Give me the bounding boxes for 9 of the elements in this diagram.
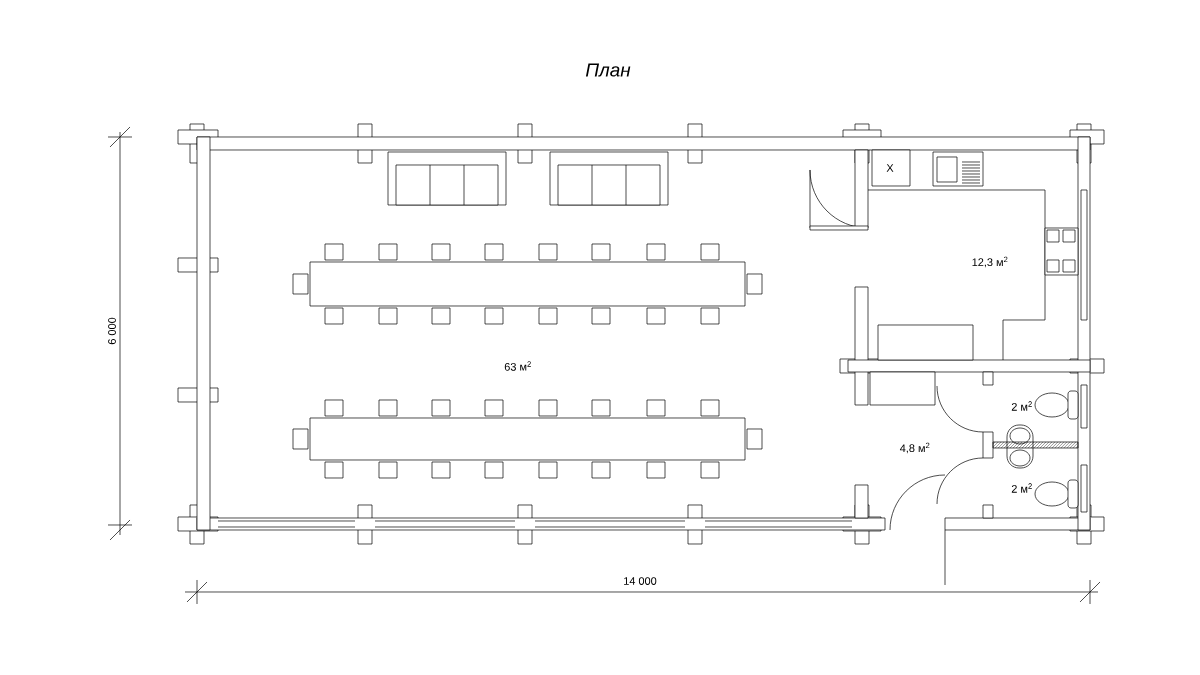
title: План <box>585 63 631 77</box>
area-label: 2 м$^{2}$ <box>1011 401 1032 411</box>
area-label: 4,8 м$^{2}$ <box>899 442 930 454</box>
area-label: 2 м$^{2}$ <box>1011 483 1032 493</box>
area-label: 12,3 м$^{2}$ <box>972 256 1008 268</box>
dimension-label: 6 000 <box>108 317 116 345</box>
dimension-label: 14 000 <box>624 577 657 585</box>
appliance-label: X <box>886 164 894 172</box>
area-label: 63 м$^{2}$ <box>504 361 531 371</box>
